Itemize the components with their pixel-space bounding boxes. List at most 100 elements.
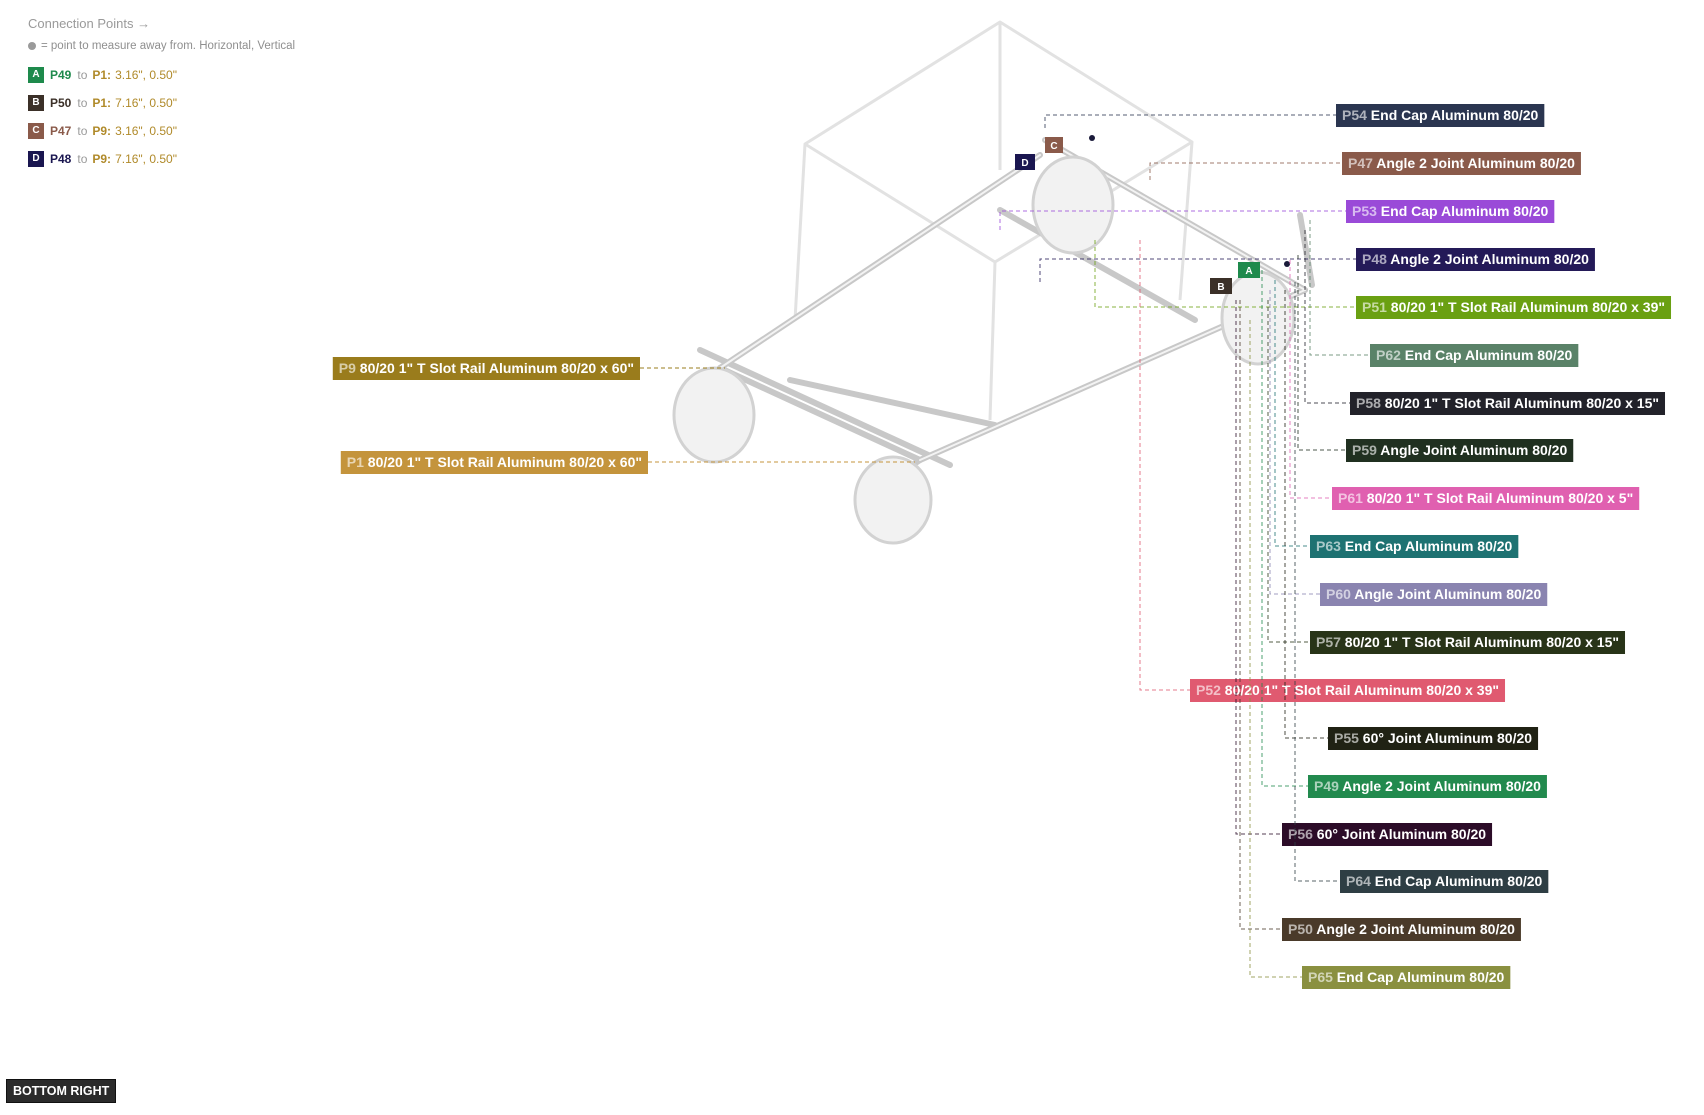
- part-name-label: 60° Joint Aluminum 80/20: [1313, 826, 1486, 842]
- part-name-label: End Cap Aluminum 80/20: [1341, 538, 1513, 554]
- callout-p61: P61 80/20 1" T Slot Rail Aluminum 80/20 …: [1289, 260, 1640, 510]
- wheel-front-left: [672, 366, 756, 464]
- svg-text:P63 End Cap Aluminum 80/20: P63 End Cap Aluminum 80/20: [1316, 538, 1513, 554]
- part-name-label: End Cap Aluminum 80/20: [1371, 873, 1543, 889]
- callout-p1: P1 80/20 1" T Slot Rail Aluminum 80/20 x…: [340, 451, 648, 474]
- callout-p57: P57 80/20 1" T Slot Rail Aluminum 80/20 …: [1267, 300, 1626, 654]
- callout-p58: P58 80/20 1" T Slot Rail Aluminum 80/20 …: [1304, 230, 1666, 415]
- svg-text:P59 Angle Joint Aluminum 80/20: P59 Angle Joint Aluminum 80/20: [1352, 442, 1567, 458]
- callout-box: [1308, 775, 1547, 798]
- leader-line: [1139, 240, 1190, 691]
- leader-line: [1284, 290, 1328, 739]
- part-id-label: P57: [1316, 634, 1341, 650]
- svg-text:P47 Angle 2 Joint Aluminum 80/: P47 Angle 2 Joint Aluminum 80/20: [1348, 155, 1575, 171]
- view-corner-label: BOTTOM RIGHT: [6, 1079, 117, 1103]
- legend-from-part: P48: [50, 151, 72, 166]
- callout-box: [1328, 727, 1539, 750]
- callout-box: [1356, 296, 1672, 319]
- svg-text:P55 60° Joint Aluminum 80/20: P55 60° Joint Aluminum 80/20: [1334, 730, 1532, 746]
- marker-a-label: A: [1245, 266, 1252, 277]
- leader-line: [1044, 114, 1336, 128]
- part-id-label: P56: [1288, 826, 1313, 842]
- callout-p52: P52 80/20 1" T Slot Rail Aluminum 80/20 …: [1139, 240, 1506, 702]
- legend-to-word: to: [77, 95, 88, 110]
- part-id-label: P49: [1314, 778, 1339, 794]
- part-name-label: Angle Joint Aluminum 80/20: [1351, 586, 1542, 602]
- callout-box: [1346, 200, 1555, 223]
- part-name-label: 80/20 1" T Slot Rail Aluminum 80/20 x 15…: [1381, 395, 1659, 411]
- part-name-label: Angle 2 Joint Aluminum 80/20: [1387, 251, 1589, 267]
- svg-text:P60 Angle Joint Aluminum 80/20: P60 Angle Joint Aluminum 80/20: [1326, 586, 1541, 602]
- svg-text:P62 End Cap Aluminum 80/20: P62 End Cap Aluminum 80/20: [1376, 347, 1573, 363]
- part-name-label: End Cap Aluminum 80/20: [1333, 969, 1505, 985]
- legend-offset-value: 7.16", 0.50": [115, 151, 177, 166]
- svg-text:P57 80/20 1" T Slot Rail Alumi: P57 80/20 1" T Slot Rail Aluminum 80/20 …: [1316, 634, 1619, 650]
- wheel-rear-right: [1220, 270, 1296, 366]
- callout-box: [1310, 631, 1626, 654]
- frame-rails: [697, 137, 1315, 473]
- callout-box: [1282, 918, 1521, 941]
- legend-to-word: to: [77, 67, 88, 82]
- callout-box: [340, 451, 648, 474]
- part-name-label: 80/20 1" T Slot Rail Aluminum 80/20 x 15…: [1341, 634, 1619, 650]
- leader-line: [1094, 240, 1356, 308]
- svg-text:P51 80/20 1" T Slot Rail Alumi: P51 80/20 1" T Slot Rail Aluminum 80/20 …: [1362, 299, 1665, 315]
- part-id-label: P60: [1326, 586, 1351, 602]
- wheels: [672, 155, 1296, 545]
- svg-text:P64 End Cap Aluminum 80/20: P64 End Cap Aluminum 80/20: [1346, 873, 1543, 889]
- measure-dot-a: [1284, 261, 1290, 267]
- marker-c: [1045, 137, 1063, 153]
- legend-from-part: P50: [50, 95, 72, 110]
- svg-text:P61 80/20 1" T Slot Rail Alumi: P61 80/20 1" T Slot Rail Aluminum 80/20 …: [1338, 490, 1633, 506]
- legend-target-part: P1:: [92, 67, 112, 82]
- leader-line: [1274, 280, 1310, 547]
- part-name-label: Angle 2 Joint Aluminum 80/20: [1373, 155, 1575, 171]
- callout-p51: P51 80/20 1" T Slot Rail Aluminum 80/20 …: [1094, 240, 1672, 319]
- part-id-label: P64: [1346, 873, 1371, 889]
- legend-offset-value: 3.16", 0.50": [115, 67, 177, 82]
- legend-from-part: P49: [50, 67, 72, 82]
- part-name-label: Angle 2 Joint Aluminum 80/20: [1339, 778, 1541, 794]
- callout-p64: P64 End Cap Aluminum 80/20: [1294, 282, 1549, 893]
- part-id-label: P52: [1196, 682, 1221, 698]
- legend-to-word: to: [77, 151, 88, 166]
- part-name-label: 80/20 1" T Slot Rail Aluminum 80/20 x 60…: [356, 360, 634, 376]
- frame-rail-highlights: [719, 139, 1306, 461]
- part-name-label: 80/20 1" T Slot Rail Aluminum 80/20 x 39…: [1221, 682, 1499, 698]
- leader-line: [1249, 320, 1302, 978]
- callout-p60: P60 Angle Joint Aluminum 80/20: [1269, 290, 1548, 606]
- callout-p9: P9 80/20 1" T Slot Rail Aluminum 80/20 x…: [332, 357, 640, 380]
- part-id-label: P58: [1356, 395, 1381, 411]
- legend-badge: D: [28, 150, 44, 167]
- callout-p62: P62 End Cap Aluminum 80/20: [1309, 220, 1579, 367]
- part-id-label: P62: [1376, 347, 1401, 363]
- leader-line: [1289, 260, 1332, 499]
- part-name-label: Angle 2 Joint Aluminum 80/20: [1313, 921, 1515, 937]
- part-id-label: P59: [1352, 442, 1377, 458]
- legend-to-word: to: [77, 123, 88, 138]
- legend-target-part: P1:: [92, 95, 112, 110]
- left-leaders: [640, 367, 915, 463]
- part-name-label: End Cap Aluminum 80/20: [1401, 347, 1573, 363]
- part-name-label: 80/20 1" T Slot Rail Aluminum 80/20 x 5": [1363, 490, 1633, 506]
- callout-p47: P47 Angle 2 Joint Aluminum 80/20: [1149, 152, 1581, 180]
- svg-text:P9 80/20 1" T Slot Rail Alumin: P9 80/20 1" T Slot Rail Aluminum 80/20 x…: [339, 360, 634, 376]
- part-name-label: End Cap Aluminum 80/20: [1377, 203, 1549, 219]
- legend-badge: B: [28, 94, 44, 111]
- callout-box: [1336, 104, 1545, 127]
- part-callouts: P54 End Cap Aluminum 80/20 P47 Angle 2 Jo…: [332, 104, 1672, 989]
- callout-p55: P55 60° Joint Aluminum 80/20: [1284, 290, 1539, 750]
- leader-line: [1239, 300, 1282, 930]
- callout-p49: P49 Angle 2 Joint Aluminum 80/20: [1261, 270, 1547, 798]
- legend-note-text: = point to measure away from. Horizontal…: [41, 40, 296, 52]
- callout-box: [1342, 152, 1581, 175]
- callout-p50: P50 Angle 2 Joint Aluminum 80/20: [1239, 300, 1521, 941]
- measure-point-dot-icon: [28, 42, 36, 50]
- svg-text:P49 Angle 2 Joint Aluminum 80/: P49 Angle 2 Joint Aluminum 80/20: [1314, 778, 1541, 794]
- leader-line: [1267, 300, 1310, 643]
- callout-box: [1340, 870, 1549, 893]
- part-id-label: P54: [1342, 107, 1367, 123]
- svg-text:P65 End Cap Aluminum 80/20: P65 End Cap Aluminum 80/20: [1308, 969, 1505, 985]
- legend-target-part: P9:: [92, 151, 112, 166]
